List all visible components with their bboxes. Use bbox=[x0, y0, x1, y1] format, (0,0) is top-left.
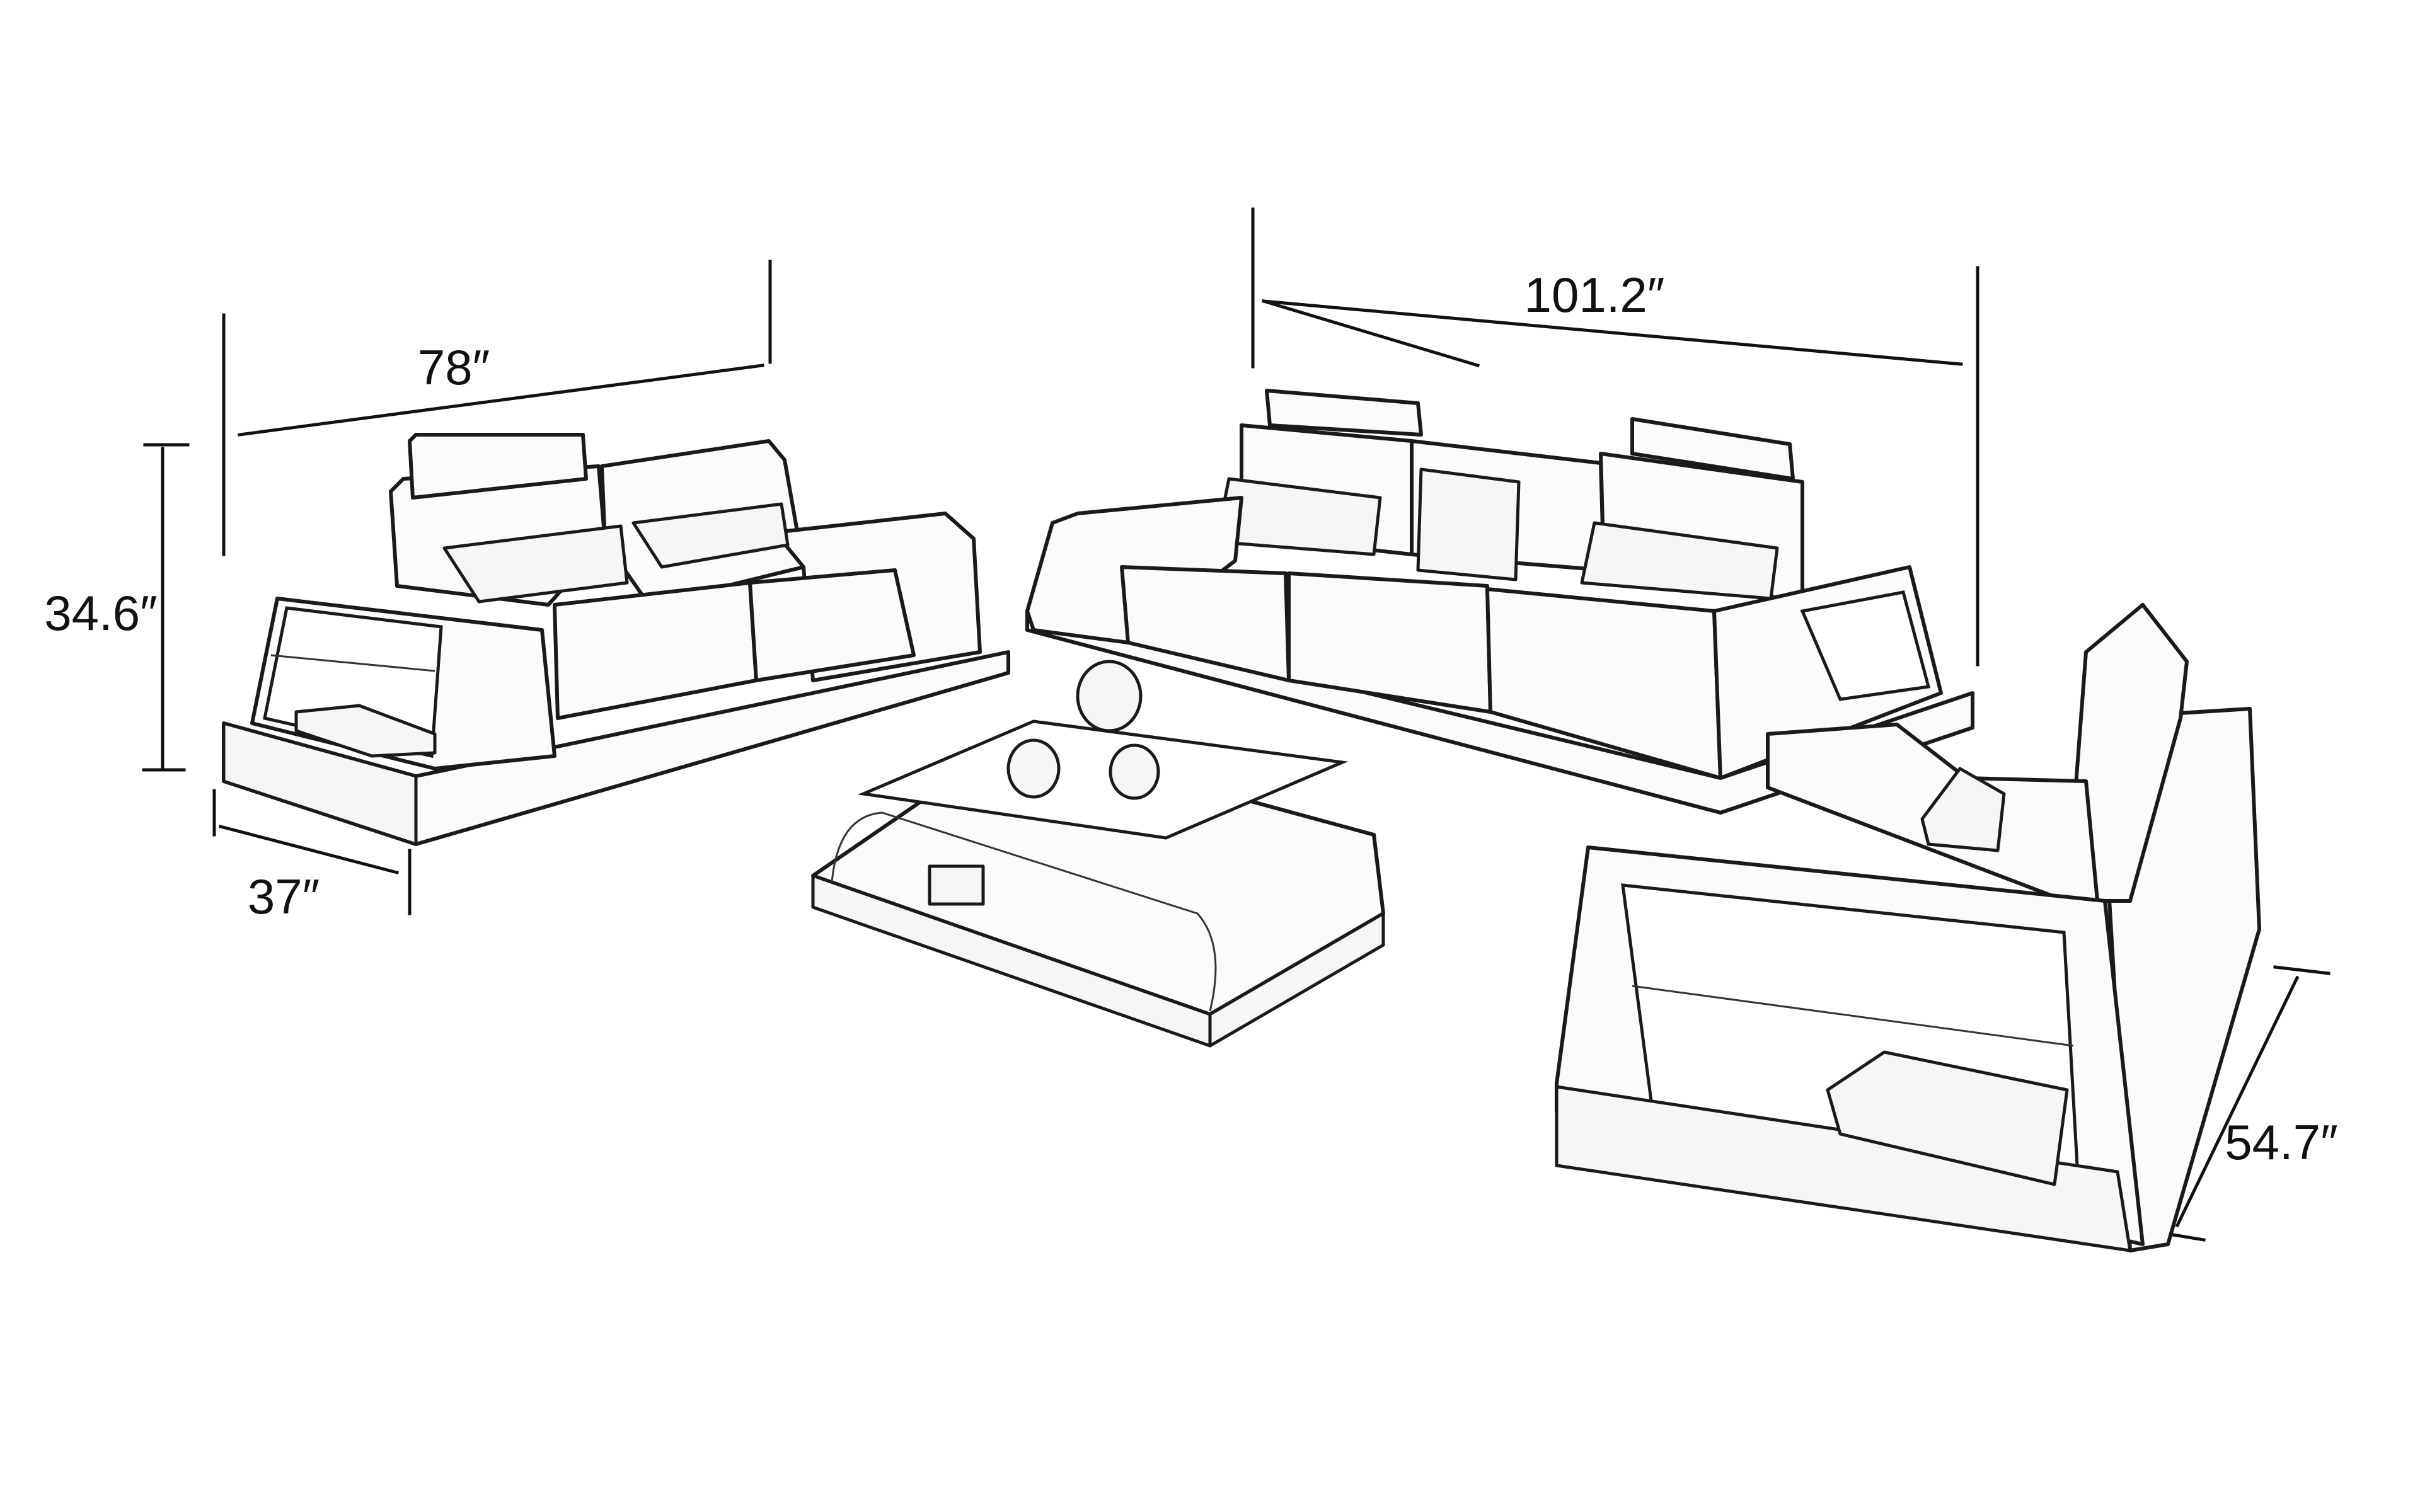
armchair bbox=[1555, 603, 2261, 1252]
dimension-loveseat-depth: 37″ bbox=[212, 789, 412, 924]
loveseat-depth-label: 37″ bbox=[248, 869, 320, 924]
table-plaque bbox=[928, 864, 985, 906]
vase bbox=[1076, 660, 1143, 733]
dimension-loveseat-height: 34.6″ bbox=[44, 443, 190, 772]
sofa-width-label: 101.2″ bbox=[1524, 267, 1665, 323]
loveseat bbox=[222, 433, 1010, 846]
three-seat-sofa bbox=[1025, 389, 1974, 815]
dimension-sofa-width: 101.2″ bbox=[1251, 207, 1979, 667]
loveseat-width-label: 78″ bbox=[418, 340, 490, 395]
loveseat-height-label: 34.6″ bbox=[44, 585, 157, 641]
dimension-loveseat-width: 78″ bbox=[222, 260, 772, 556]
coffee-table bbox=[811, 660, 1385, 1048]
chair-depth-label: 54.7″ bbox=[2225, 1114, 2337, 1170]
dimension-chair-depth: 54.7″ bbox=[2141, 965, 2338, 1242]
